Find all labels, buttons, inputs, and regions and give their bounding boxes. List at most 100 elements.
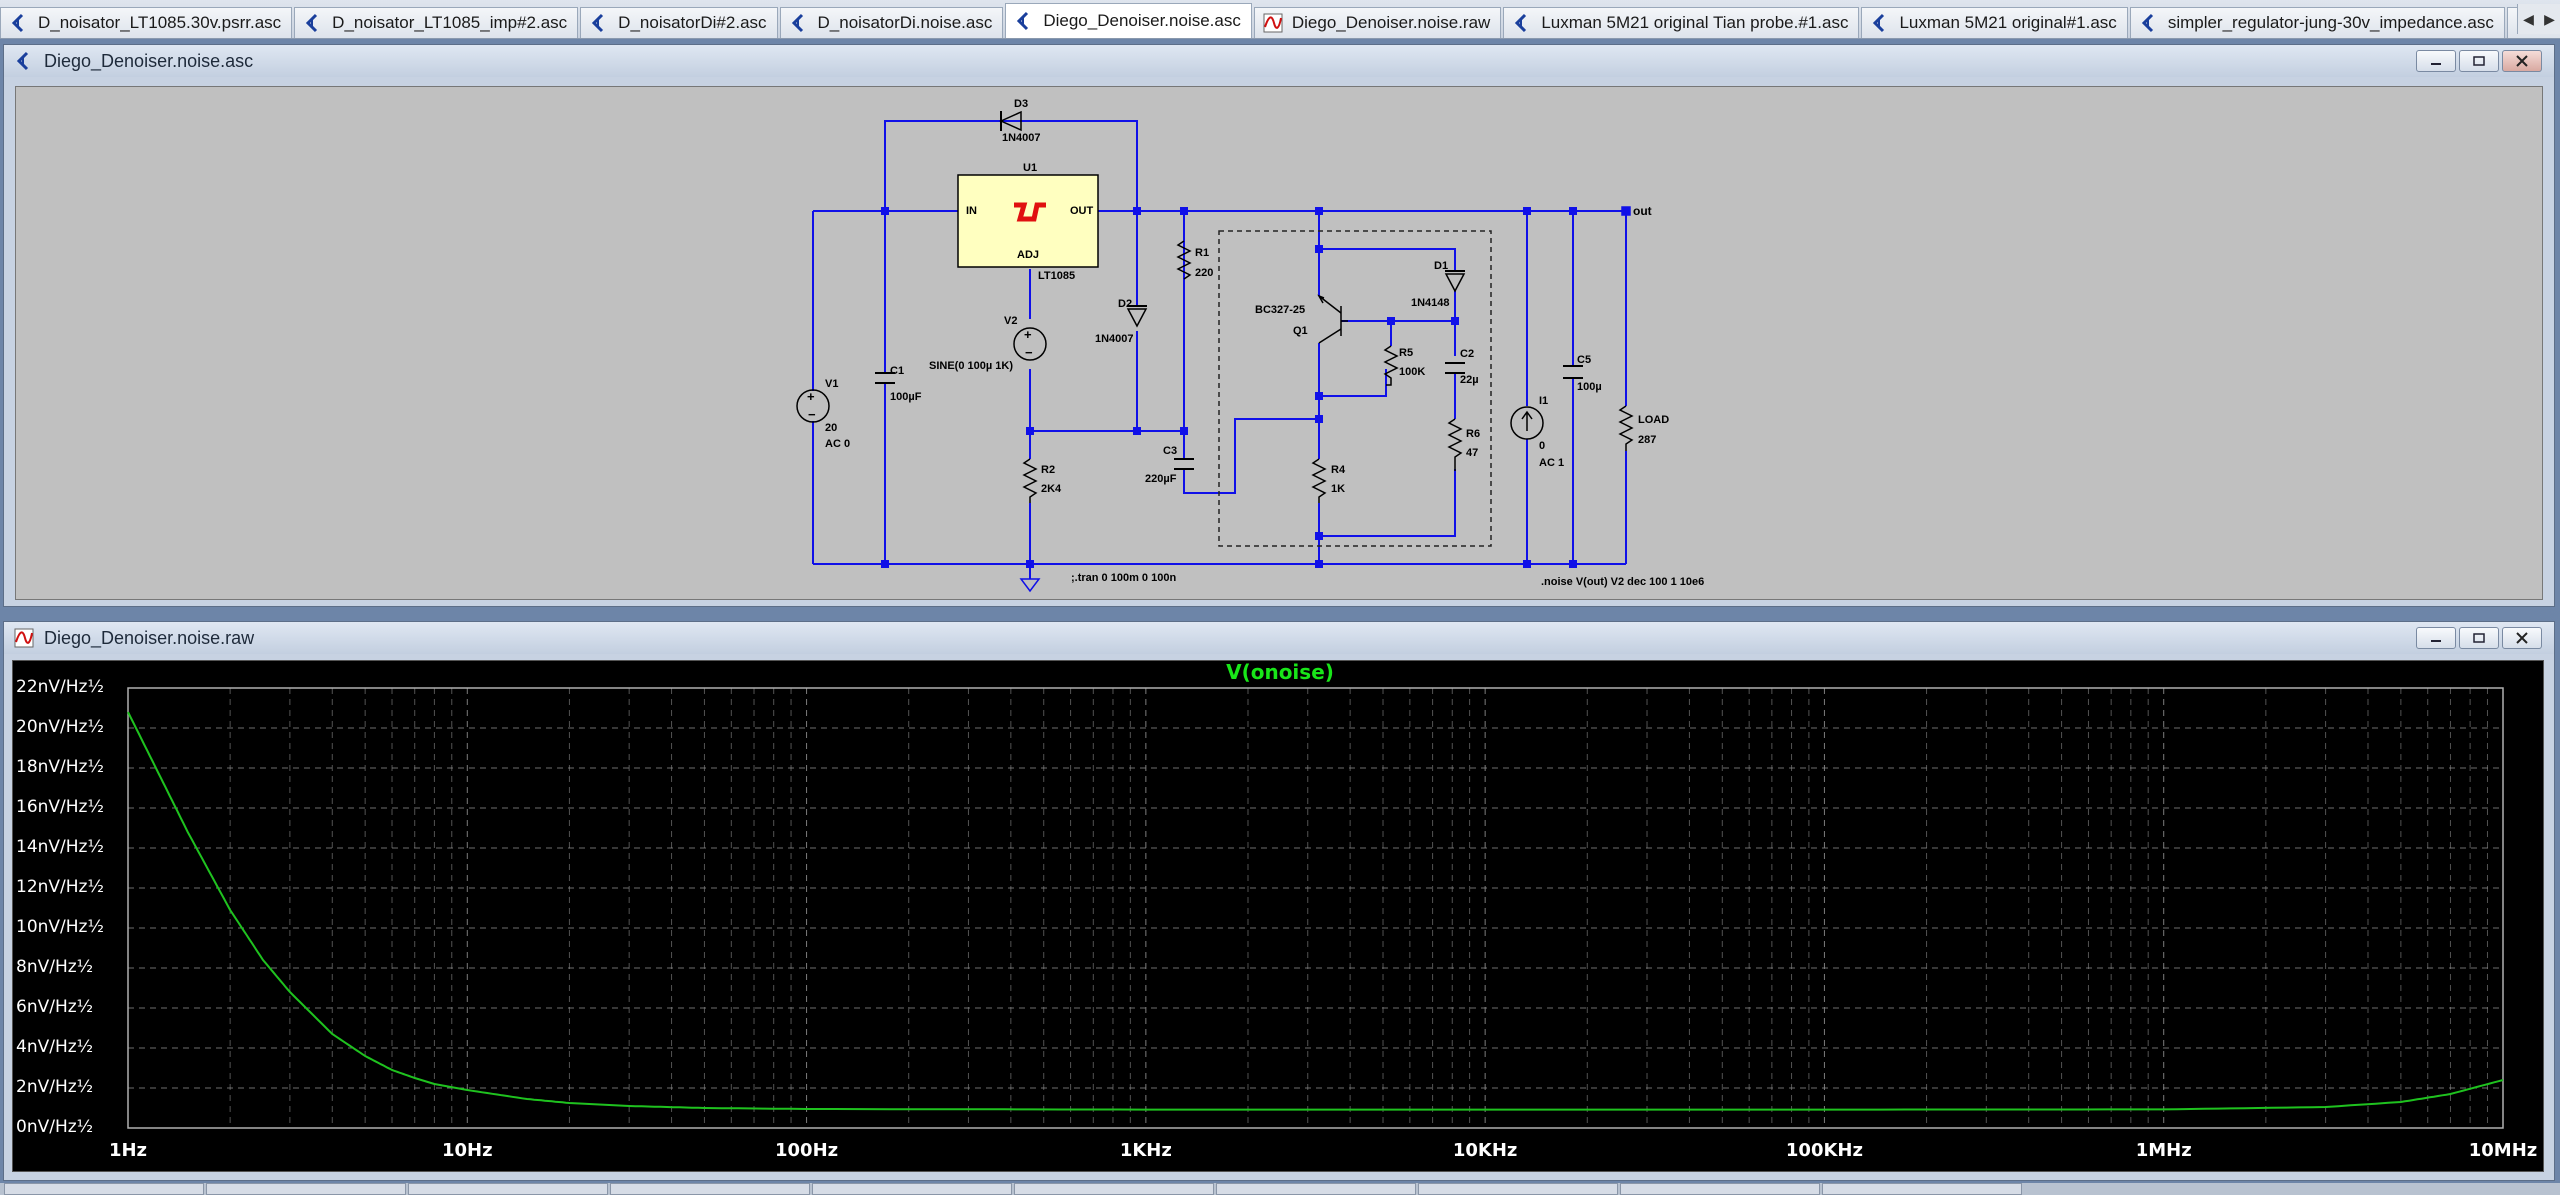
tab-3[interactable]: D_noisatorDi.noise.asc	[779, 7, 1004, 38]
tab-4[interactable]: Diego_Denoiser.noise.asc	[1005, 3, 1252, 38]
diode-d3[interactable]	[999, 110, 1022, 132]
tab-2[interactable]: D_noisatorDi#2.asc	[580, 7, 778, 38]
minimized-windows-strip	[0, 1183, 2560, 1195]
capacitor-c1[interactable]	[875, 372, 895, 384]
d1-ref: D1	[1434, 260, 1448, 272]
waveform-window-titlebar[interactable]: Diego_Denoiser.noise.raw	[4, 622, 2554, 654]
c2-value: 22µ	[1460, 374, 1479, 386]
d1-value: 1N4148	[1411, 297, 1450, 309]
v1-ref: V1	[825, 378, 838, 390]
resistor-load[interactable]	[1618, 405, 1634, 451]
tab-label: D_noisatorDi#2.asc	[618, 13, 767, 32]
x-tick-label: 100Hz	[775, 1140, 839, 1161]
r4-ref: R4	[1331, 464, 1346, 476]
maximize-icon	[2473, 633, 2485, 643]
d2-value: 1N4007	[1095, 333, 1134, 345]
schematic-canvas[interactable]: IN OUT ADJ U1 LT1085 D3 1N4007 +− V1 20 …	[15, 86, 2543, 600]
resistor-r4[interactable]	[1311, 458, 1327, 503]
close-icon	[2516, 55, 2528, 67]
d3-value: 1N4007	[1002, 132, 1041, 144]
tab-scroll-left-icon[interactable]: ◀	[2523, 11, 2534, 27]
net-label-out[interactable]: out	[1633, 204, 1652, 218]
tab-0[interactable]: D_noisator_LT1085.30v.psrr.asc	[0, 7, 293, 38]
i1-ac: AC 1	[1539, 457, 1564, 469]
y-tick-label: 10nV/Hz½	[16, 917, 104, 937]
tab-label: Luxman 5M21 original#1.asc	[1899, 13, 2117, 32]
y-tick-label: 22nV/Hz½	[16, 677, 104, 697]
tab-label: simpler_regulator-jung-30v_impedance.asc	[2167, 13, 2494, 32]
tab-7[interactable]: Luxman 5M21 original#1.asc	[1861, 7, 2128, 38]
load-ref: LOAD	[1638, 414, 1669, 426]
tab-6[interactable]: Luxman 5M21 original Tian probe.#1.asc	[1503, 7, 1860, 38]
r1-value: 220	[1195, 267, 1213, 279]
tab-5[interactable]: Diego_Denoiser.noise.raw	[1253, 7, 1502, 38]
tab-1[interactable]: D_noisator_LT1085_imp#2.asc	[294, 7, 579, 38]
minimize-button[interactable]	[2416, 627, 2456, 649]
x-tick-label: 100KHz	[1785, 1140, 1863, 1161]
schematic-icon	[1017, 11, 1029, 31]
tab-scroll-right-icon[interactable]: ▶	[2544, 11, 2555, 27]
resistor-r2[interactable]	[1022, 458, 1038, 503]
c3-ref: C3	[1163, 445, 1177, 457]
v1-value: 20	[825, 422, 837, 434]
tab-scroll-buttons: ◀ ▶	[2517, 4, 2560, 34]
minimize-icon	[2431, 63, 2441, 65]
y-tick-label: 16nV/Hz½	[16, 797, 104, 817]
svg-text:−: −	[808, 407, 816, 422]
u1-pin-adj: ADJ	[1017, 249, 1039, 261]
voltage-source-v2[interactable]	[1013, 327, 1047, 361]
resistor-r6[interactable]	[1447, 418, 1463, 471]
tab-label: Diego_Denoiser.noise.asc	[1043, 11, 1241, 30]
tab-label: Diego_Denoiser.noise.raw	[1291, 13, 1491, 32]
schematic-window-titlebar[interactable]: Diego_Denoiser.noise.asc	[4, 45, 2554, 77]
schematic-window-controls	[2416, 50, 2542, 72]
y-tick-label: 2nV/Hz½	[16, 1077, 94, 1097]
q1-value: BC327-25	[1255, 304, 1305, 316]
close-button[interactable]	[2502, 627, 2542, 649]
v2-value: SINE(0 100µ 1K)	[929, 360, 1013, 372]
voltage-source-v1[interactable]	[796, 389, 830, 423]
capacitor-c3[interactable]	[1174, 458, 1194, 470]
tab-label: Luxman 5M21 original Tian probe.#1.asc	[1541, 13, 1849, 32]
maximize-button[interactable]	[2459, 627, 2499, 649]
tran-directive[interactable]: ;.tran 0 100m 0 100n	[1071, 572, 1176, 584]
r6-value: 47	[1466, 447, 1478, 459]
minimize-button[interactable]	[2416, 50, 2456, 72]
schematic-icon	[592, 13, 604, 33]
r6-ref: R6	[1466, 428, 1480, 440]
x-tick-label: 10Hz	[441, 1140, 493, 1161]
r2-ref: R2	[1041, 464, 1055, 476]
i1-value: 0	[1539, 440, 1545, 452]
waveform-plot-pane[interactable]	[12, 660, 2544, 1172]
current-source-i1[interactable]	[1510, 406, 1544, 440]
resistor-r5[interactable]	[1383, 345, 1399, 386]
y-tick-label: 14nV/Hz½	[16, 837, 104, 857]
c1-ref: C1	[890, 365, 904, 377]
diode-d1[interactable]	[1444, 273, 1466, 293]
u1-pin-out: OUT	[1070, 205, 1094, 217]
d2-ref: D2	[1118, 298, 1132, 310]
schematic-icon	[11, 13, 24, 33]
r4-value: 1K	[1331, 483, 1345, 495]
c5-ref: C5	[1577, 354, 1591, 366]
noise-directive[interactable]: .noise V(out) V2 dec 100 1 10e6	[1541, 576, 1704, 588]
x-tick-label: 10MHz	[2468, 1140, 2538, 1161]
maximize-button[interactable]	[2459, 50, 2499, 72]
u1-ref: U1	[1023, 162, 1037, 174]
svg-text:+: +	[1024, 327, 1032, 342]
close-button[interactable]	[2502, 50, 2542, 72]
lt-logo-icon	[1014, 202, 1046, 222]
capacitor-c5[interactable]	[1563, 365, 1583, 379]
trace-name-label[interactable]: V(onoise)	[1226, 660, 1334, 684]
c3-value: 220µF	[1145, 473, 1177, 485]
capacitor-c2[interactable]	[1445, 362, 1465, 374]
maximize-icon	[2473, 56, 2485, 66]
diode-d2[interactable]	[1126, 308, 1148, 328]
q1-ref: Q1	[1293, 325, 1308, 337]
transistor-q1[interactable]	[1317, 294, 1348, 344]
x-tick-label: 1KHz	[1119, 1140, 1172, 1161]
schematic-icon	[791, 13, 803, 33]
tab-8[interactable]: simpler_regulator-jung-30v_impedance.asc	[2129, 7, 2505, 38]
resistor-r1[interactable]	[1176, 240, 1192, 280]
